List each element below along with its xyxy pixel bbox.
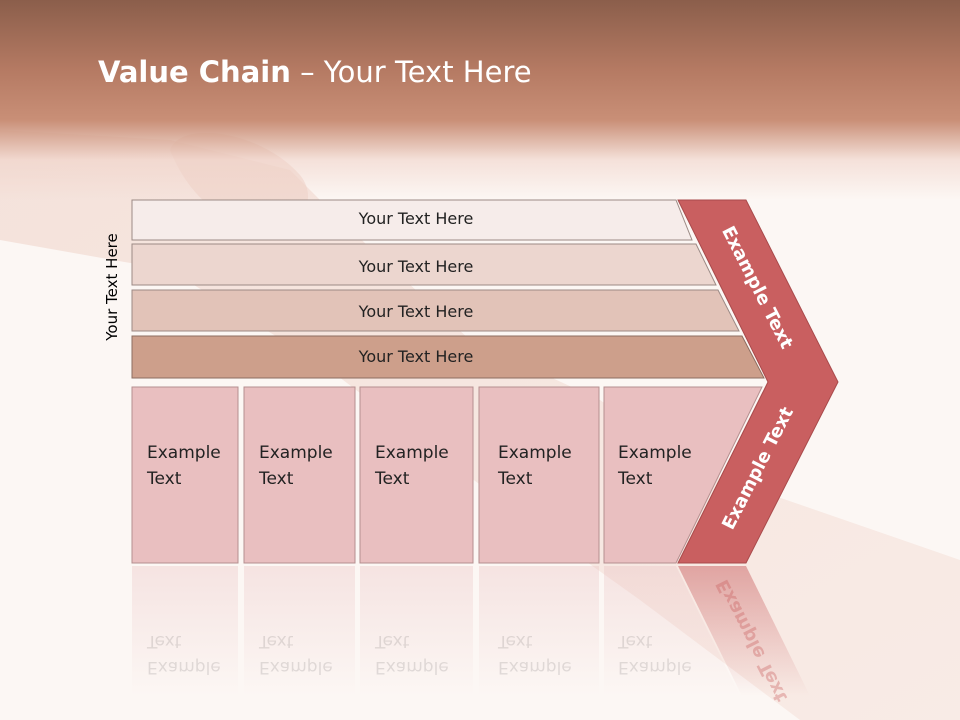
box-2-line2: Text xyxy=(259,469,294,489)
chevron-reflection xyxy=(678,566,810,696)
header-band xyxy=(0,0,960,200)
band-3 xyxy=(131,289,740,332)
band-2-label: Your Text Here xyxy=(358,257,474,276)
box-3-reflection xyxy=(360,566,473,696)
box-3-line2: Text xyxy=(375,469,410,489)
chevron-arrow xyxy=(677,199,839,564)
box-1-refl-line2: Text xyxy=(147,631,182,651)
box-3-line1: Example xyxy=(375,443,449,463)
box-2-refl-line2: Text xyxy=(259,631,294,651)
box-1-reflection xyxy=(132,566,238,696)
box-2-reflection-label: Example Text xyxy=(259,628,333,680)
band-1-label: Your Text Here xyxy=(358,209,474,228)
box-5-refl-line1: Example xyxy=(618,657,692,677)
box-1-reflection-label: Example Text xyxy=(147,628,221,680)
box-4-refl-line1: Example xyxy=(498,657,572,677)
box-4 xyxy=(478,386,600,564)
band-4 xyxy=(131,335,765,379)
box-4-reflection-label: Example Text xyxy=(498,628,572,680)
band-1 xyxy=(131,199,693,241)
box-4-line2: Text xyxy=(498,469,533,489)
box-5-line2: Text xyxy=(618,469,653,489)
box-1-line1: Example xyxy=(147,443,221,463)
box-5-refl-line2: Text xyxy=(618,631,653,651)
box-2 xyxy=(243,386,356,564)
box-1 xyxy=(131,386,239,564)
title-bold: Value Chain xyxy=(98,55,291,89)
band-3-label: Your Text Here xyxy=(358,302,474,321)
band-4-label: Your Text Here xyxy=(358,347,474,366)
box-1-line2: Text xyxy=(147,469,182,489)
box-2-reflection xyxy=(244,566,355,696)
box-5-line1: Example xyxy=(618,443,692,463)
box-5-reflection-label: Example Text xyxy=(618,628,692,680)
box-2-refl-line1: Example xyxy=(259,657,333,677)
box-4-reflection xyxy=(479,566,599,696)
box-3-refl-line2: Text xyxy=(375,631,410,651)
box-3 xyxy=(359,386,474,564)
band-2 xyxy=(131,243,717,286)
box-1-refl-line1: Example xyxy=(147,657,221,677)
box-3-refl-line1: Example xyxy=(375,657,449,677)
box-5 xyxy=(603,386,763,564)
box-4-line1: Example xyxy=(498,443,572,463)
title-rest: – Your Text Here xyxy=(290,55,532,89)
box-3-reflection-label: Example Text xyxy=(375,628,449,680)
slide-title: Value Chain – Your Text Here xyxy=(98,55,532,89)
box-4-refl-line2: Text xyxy=(498,631,533,651)
box-2-line1: Example xyxy=(259,443,333,463)
box-5-reflection xyxy=(604,566,740,696)
